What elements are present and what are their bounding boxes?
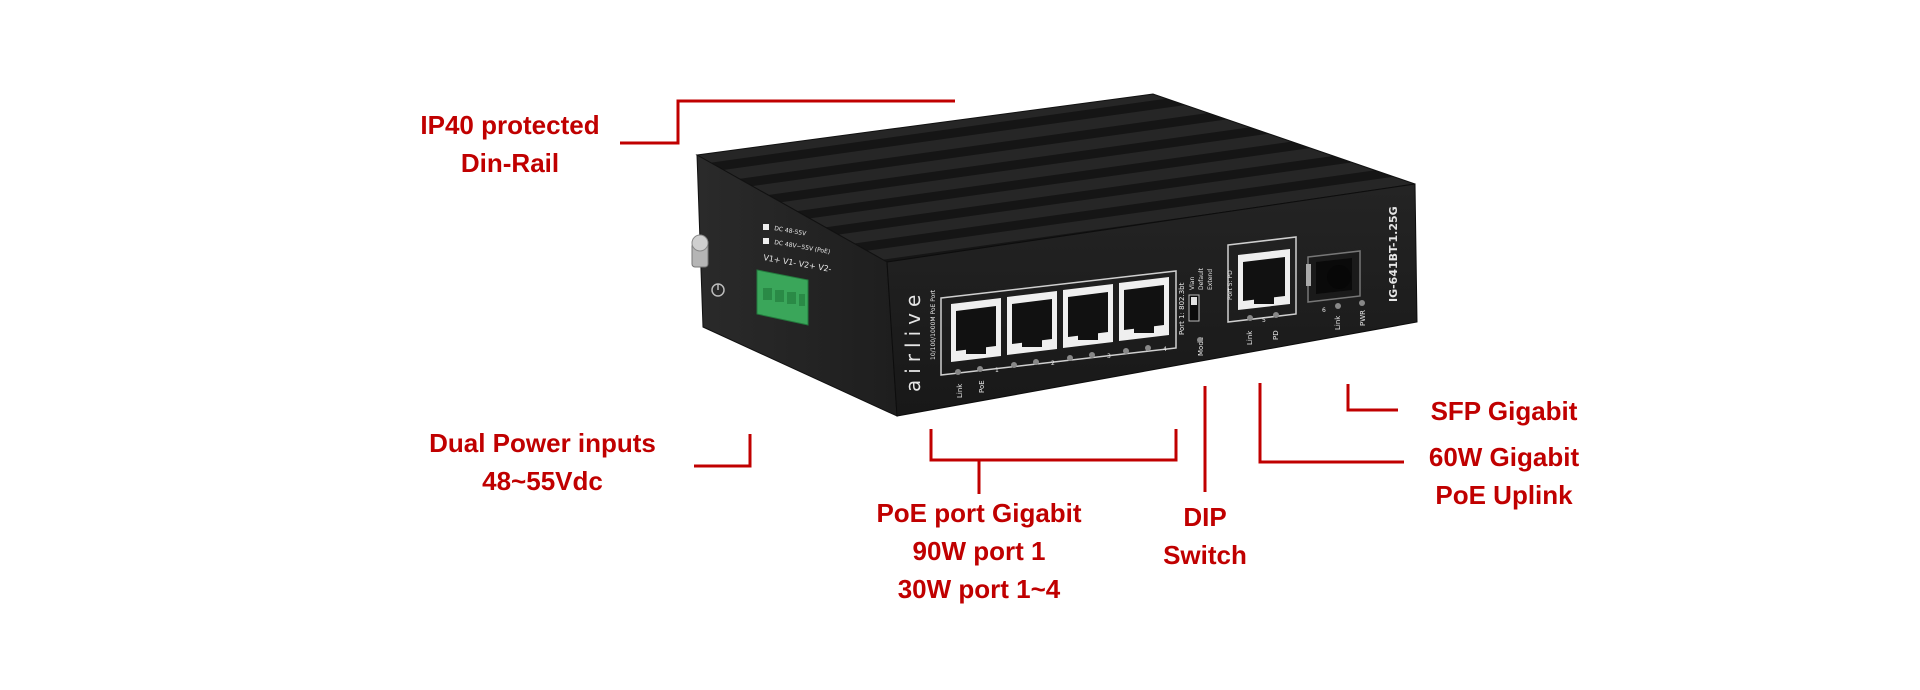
leader-uplink [1258,383,1404,464]
port-number-4: 4 [1163,346,1167,353]
port-group-label: Port 1: 802.3bt [1178,282,1186,335]
port-leds [955,345,1151,375]
brand-logo: airlive [901,289,925,392]
callout-sfp-line1: SFP Gigabit [1430,396,1578,426]
callout-poe-line2: 90W port 1 [912,536,1046,566]
led-pwr-label: PWR [1359,310,1367,326]
port-speed-label: 10/100/1000M PoE Port [930,289,937,360]
switch-device: DC 48-55V DC 48V~55V (PoE) V1+ V1- V2+ V… [691,93,1418,417]
callout-power-line1: Dual Power inputs [429,428,656,458]
callout-uplink-line1: 60W Gigabit [1428,442,1580,472]
leader-power [694,434,752,468]
callout-power: Dual Power inputs 48~55Vdc [400,424,685,500]
dip-option-2: Default [1198,267,1205,290]
sfp-number: 6 [1322,307,1326,314]
led-link-label: Link [956,383,964,398]
dip-option-3: Extend [1207,269,1214,290]
model-label: IG-641BT-1.25G [1387,206,1400,302]
callout-dip: DIP Switch [1150,498,1260,574]
led-link-uplink: Link [1246,330,1254,345]
rj45-port-1[interactable] [951,298,1001,362]
led-link-sfp: Link [1334,315,1342,330]
uplink-number: 5 [1262,317,1266,324]
leader-ip40 [620,99,955,145]
rj45-port-4[interactable] [1119,277,1169,341]
power-terminal-block[interactable] [756,269,809,326]
uplink-port-frame [1227,236,1297,323]
leader-lines [620,99,1404,494]
callout-dip-line2: Switch [1163,540,1247,570]
port-number-3: 3 [1107,353,1111,360]
port-number-1: 1 [995,367,999,374]
callout-dip-line1: DIP [1183,502,1227,532]
callout-poe-line3: 30W port 1~4 [897,574,1061,604]
rj45-port-3[interactable] [1063,284,1113,348]
callout-power-line2: 48~55Vdc [482,466,603,496]
led-pd-label: PD [1272,330,1280,340]
callout-poe-line1: PoE port Gigabit [876,498,1082,528]
callout-uplink-line2: PoE Uplink [1435,480,1573,510]
callout-poe: PoE port Gigabit 90W port 1 30W port 1~4 [854,494,1104,608]
poe-port-frame [940,270,1177,376]
dip-mode-label: Mode [1197,337,1205,356]
ground-screw [691,234,725,297]
uplink-label: Port 5: PD [1227,270,1234,300]
callout-ip40-line1: IP40 protected [420,110,600,140]
port-number-2: 2 [1051,360,1055,367]
callout-sfp: SFP Gigabit [1404,392,1604,430]
rj45-port-5[interactable] [1238,249,1290,310]
leader-sfp [1346,384,1398,412]
callout-ip40: IP40 protected Din-Rail [390,106,630,182]
led-poe-label: PoE [978,380,986,393]
callout-uplink: 60W Gigabit PoE Uplink [1404,438,1604,514]
dip-switch[interactable] [1188,294,1200,322]
rj45-port-2[interactable] [1007,291,1057,355]
leader-poe [929,429,1178,462]
sfp-port-6[interactable] [1306,250,1361,303]
dip-option-1: Vlan [1189,277,1196,290]
callout-ip40-line2: Din-Rail [460,148,560,178]
